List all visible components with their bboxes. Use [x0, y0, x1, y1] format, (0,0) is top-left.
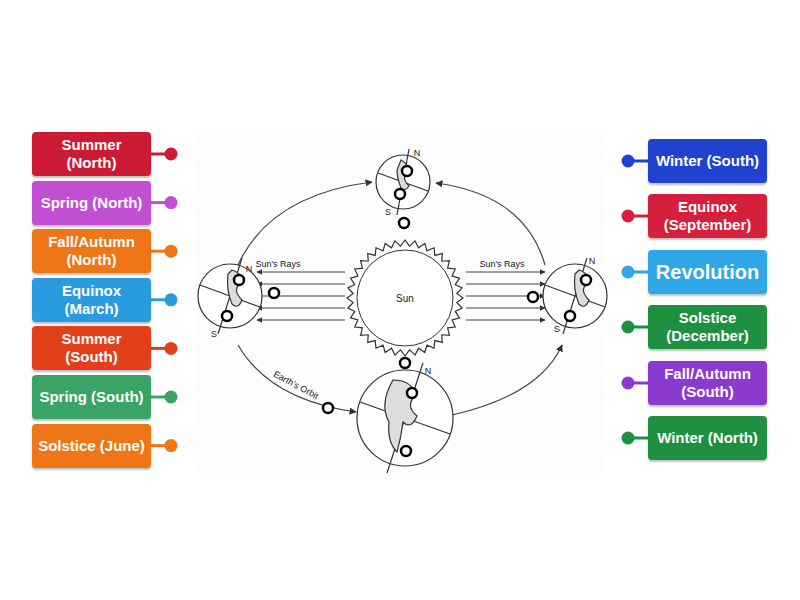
tile-dot	[622, 432, 635, 445]
tile-dot	[165, 196, 178, 209]
tile-text: Equinox (September)	[648, 198, 767, 234]
tile-text: Summer (North)	[32, 136, 151, 172]
label-tile: Equinox (March)	[32, 278, 151, 322]
tile-text: Revolution	[650, 260, 765, 284]
label-tile: Solstice (December)	[648, 305, 767, 349]
pole-label: N	[425, 366, 432, 376]
tile-text: Winter (North)	[651, 429, 764, 447]
tile-text: Fall/Autumn (South)	[648, 365, 767, 401]
tile-dot	[165, 342, 178, 355]
tile-text: Spring (South)	[33, 388, 149, 406]
label-tile: Fall/Autumn (South)	[648, 361, 767, 405]
tile-text: Summer (South)	[32, 330, 151, 366]
rays-label: Sun's Rays	[255, 259, 300, 269]
label-tile: Summer (South)	[32, 326, 151, 370]
label-tile: Spring (South)	[32, 375, 151, 419]
tile-text: Solstice (June)	[32, 437, 151, 455]
tile-dot	[165, 148, 178, 161]
label-tile: Winter (South)	[648, 139, 767, 183]
label-tile: Fall/Autumn (North)	[32, 229, 151, 273]
tile-dot	[165, 245, 178, 258]
tile-dot	[165, 439, 178, 452]
earth-globe	[198, 149, 607, 473]
pole-label: S	[554, 324, 560, 334]
tile-text: Equinox (March)	[32, 282, 151, 318]
label-tile: Summer (North)	[32, 132, 151, 176]
label-tile: Winter (North)	[648, 416, 767, 460]
tile-dot	[622, 321, 635, 334]
tile-dot	[622, 377, 635, 390]
tile-text: Spring (North)	[35, 194, 149, 212]
pole-label: N	[246, 264, 253, 274]
sun-label: Sun	[345, 238, 465, 358]
tile-dot	[622, 155, 635, 168]
tile-dot	[622, 266, 635, 279]
rays-label: Sun's Rays	[479, 259, 524, 269]
label-tile: Solstice (June)	[32, 424, 151, 468]
label-tile: Revolution	[648, 250, 767, 294]
pole-label: S	[385, 207, 391, 217]
pole-label: N	[414, 148, 421, 158]
label-tile: Spring (North)	[32, 181, 151, 225]
pole-label: S	[211, 329, 217, 339]
tile-text: Winter (South)	[650, 152, 765, 170]
tile-dot	[165, 293, 178, 306]
tile-text: Solstice (December)	[648, 309, 767, 345]
label-tile: Equinox (September)	[648, 194, 767, 238]
tile-dot	[622, 210, 635, 223]
pole-label: N	[589, 256, 596, 266]
tile-dot	[165, 391, 178, 404]
drop-target	[222, 166, 591, 456]
tile-text: Fall/Autumn (North)	[32, 233, 151, 269]
sun-circle: Sun	[345, 238, 465, 358]
